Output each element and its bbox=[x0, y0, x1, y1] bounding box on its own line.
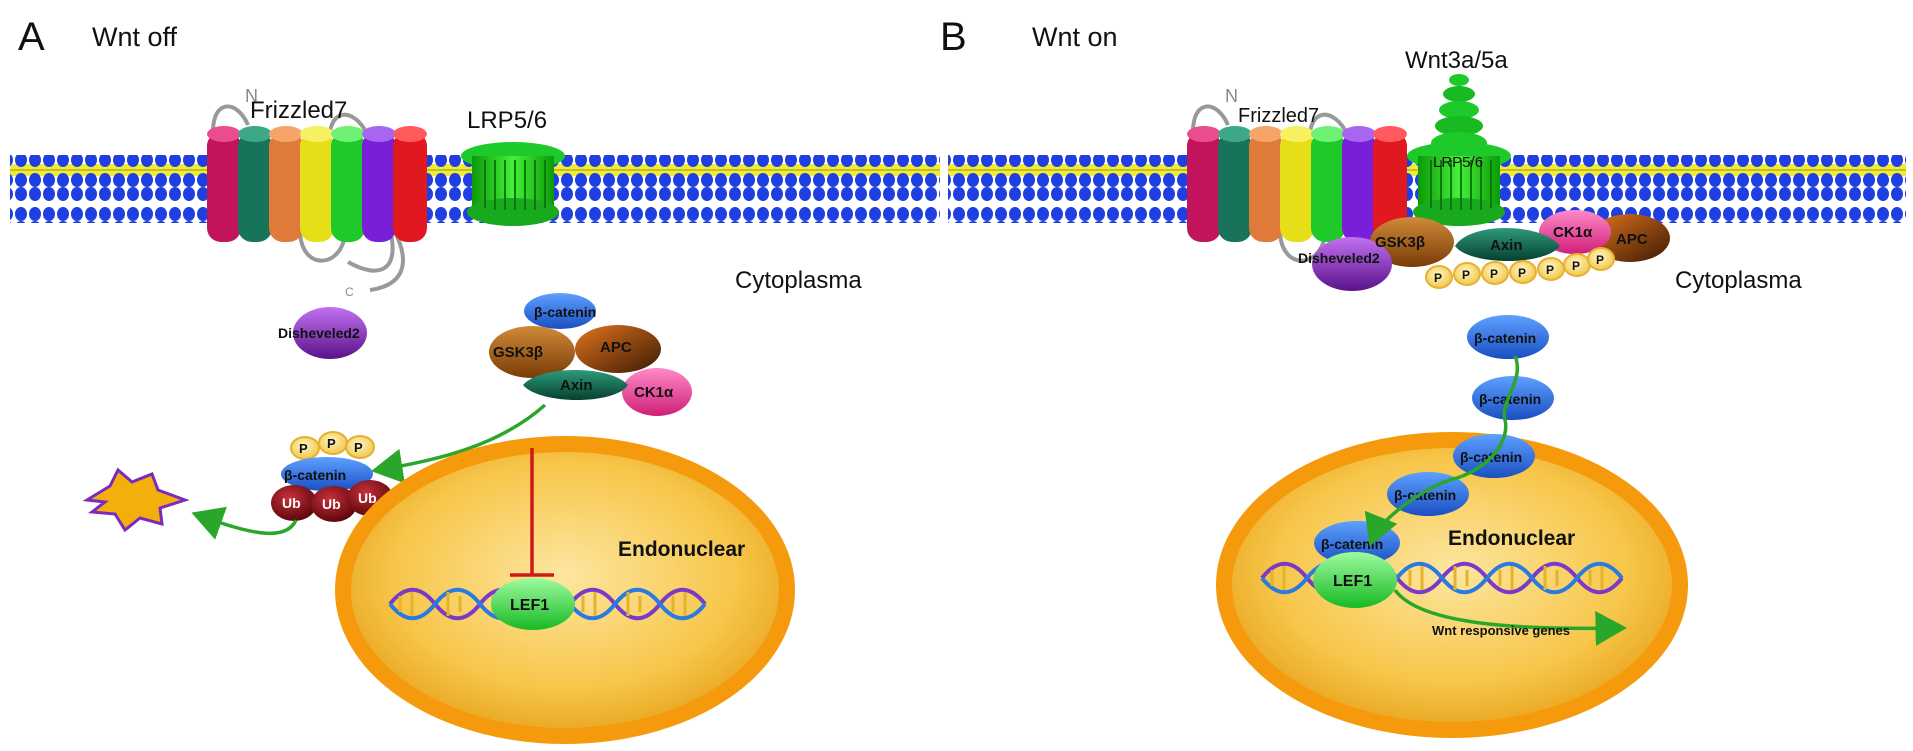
phosphate-group-a bbox=[290, 431, 375, 460]
disheveled2-label-b: Disheveled2 bbox=[1298, 250, 1380, 266]
phosphate-label-b-6: P bbox=[1572, 259, 1580, 273]
lrp56-receptor-b bbox=[1407, 142, 1511, 226]
frizzled7-label-b: Frizzled7 bbox=[1238, 105, 1319, 127]
lrp56-receptor-a bbox=[461, 142, 565, 226]
translocation-arrow-b bbox=[1364, 355, 1519, 547]
frizzled-c-tail-a bbox=[369, 231, 405, 292]
panel-b: B Wnt on N Frizzled7 bbox=[940, 15, 1906, 738]
phosphate-label-a-2: P bbox=[327, 436, 336, 451]
wnt-responsive-genes-label: Wnt responsive genes bbox=[1432, 623, 1570, 638]
ubiquitin-label-a-1: Ub bbox=[282, 495, 301, 511]
panel-b-title: Wnt on bbox=[1032, 22, 1118, 52]
frizzled7-receptor-b bbox=[1187, 126, 1407, 242]
beta-catenin-label-b-4: β-catenin bbox=[1394, 487, 1456, 503]
axin-label-a: Axin bbox=[560, 377, 593, 394]
disheveled2-protein-a bbox=[293, 307, 367, 359]
phosphate-label-b-2: P bbox=[1462, 268, 1470, 282]
apc-label-a: APC bbox=[600, 339, 632, 356]
endonuclear-label-a: Endonuclear bbox=[618, 538, 745, 561]
ck1a-protein-a bbox=[622, 368, 692, 416]
lef1-factor-b bbox=[1313, 552, 1397, 608]
nucleus-b bbox=[1216, 432, 1688, 738]
destruction-complex-a bbox=[489, 293, 692, 416]
lef1-factor-a bbox=[491, 578, 575, 630]
panel-a-title: Wnt off bbox=[92, 22, 178, 52]
phosphate-label-b-5: P bbox=[1546, 263, 1554, 277]
ubiquitin-label-a-2: Ub bbox=[322, 496, 341, 512]
apc-label-b: APC bbox=[1616, 231, 1648, 248]
phosphate-label-a-1: P bbox=[299, 441, 308, 456]
degraded-beta-catenin-label-a: β-catenin bbox=[284, 467, 346, 483]
apc-protein-a bbox=[575, 325, 661, 373]
gsk3b-label-a: GSK3β bbox=[493, 344, 543, 361]
beta-catenin-chain-b bbox=[1314, 315, 1554, 565]
frizzled7-label-a: Frizzled7 bbox=[250, 97, 347, 124]
phosphate-label-b-3: P bbox=[1490, 267, 1498, 281]
frizzled7-receptor-a bbox=[207, 126, 427, 242]
cytoplasma-label-a: Cytoplasma bbox=[735, 267, 862, 294]
axin-label-b: Axin bbox=[1490, 237, 1523, 254]
phosphorylation-arrow-a bbox=[371, 403, 547, 484]
degradation-burst-icon bbox=[82, 467, 190, 533]
endonuclear-label-b: Endonuclear bbox=[1448, 527, 1575, 550]
ck1a-label-b: CK1α bbox=[1553, 224, 1593, 241]
degraded-beta-catenin-a bbox=[281, 457, 373, 491]
beta-catenin-complex-a bbox=[524, 293, 596, 329]
disheveled2-protein-b bbox=[1312, 237, 1392, 291]
ubiquitin-label-a-3: Ub bbox=[358, 490, 377, 506]
wnt3a5a-label: Wnt3a/5a bbox=[1405, 47, 1508, 74]
lef1-label-b: LEF1 bbox=[1333, 573, 1372, 590]
n-terminus-label-b: N bbox=[1225, 86, 1238, 106]
frizzled-loops-a bbox=[211, 104, 395, 273]
gsk3b-protein-a bbox=[489, 326, 575, 378]
disheveled2-label-a: Disheveled2 bbox=[278, 325, 360, 341]
panel-a-letter: A bbox=[18, 15, 45, 59]
axin-protein-b bbox=[1455, 228, 1560, 261]
panel-a: A Wnt off N C Frizzled7 bbox=[10, 15, 940, 744]
lef1-label-a: LEF1 bbox=[510, 597, 549, 614]
c-terminus-label-a: C bbox=[345, 285, 354, 299]
beta-catenin-label-a: β-catenin bbox=[534, 304, 596, 320]
phosphate-label-b-7: P bbox=[1596, 253, 1604, 267]
phosphate-chain-b bbox=[1425, 247, 1615, 289]
phosphate-label-b-1: P bbox=[1434, 271, 1442, 285]
transcription-arrow-b bbox=[1393, 588, 1627, 646]
phosphate-label-b-4: P bbox=[1518, 266, 1526, 280]
ck1a-label-a: CK1α bbox=[634, 384, 674, 401]
lrp56-label-b: LRP5/6 bbox=[1433, 154, 1483, 171]
axin-protein-a bbox=[523, 370, 628, 400]
gsk3b-label-b: GSK3β bbox=[1375, 234, 1425, 251]
phosphate-label-a-3: P bbox=[354, 440, 363, 455]
n-terminus-label-a: N bbox=[245, 86, 258, 106]
beta-catenin-label-b-1: β-catenin bbox=[1474, 330, 1536, 346]
panel-b-letter: B bbox=[940, 15, 967, 59]
gsk3b-protein-b bbox=[1370, 217, 1454, 267]
beta-catenin-label-b-2: β-catenin bbox=[1479, 391, 1541, 407]
cytoplasma-label-b: Cytoplasma bbox=[1675, 267, 1802, 294]
degradation-arrow-a bbox=[191, 506, 298, 540]
frizzled-loops-b bbox=[1191, 104, 1376, 273]
lrp56-label-a: LRP5/6 bbox=[467, 107, 547, 134]
